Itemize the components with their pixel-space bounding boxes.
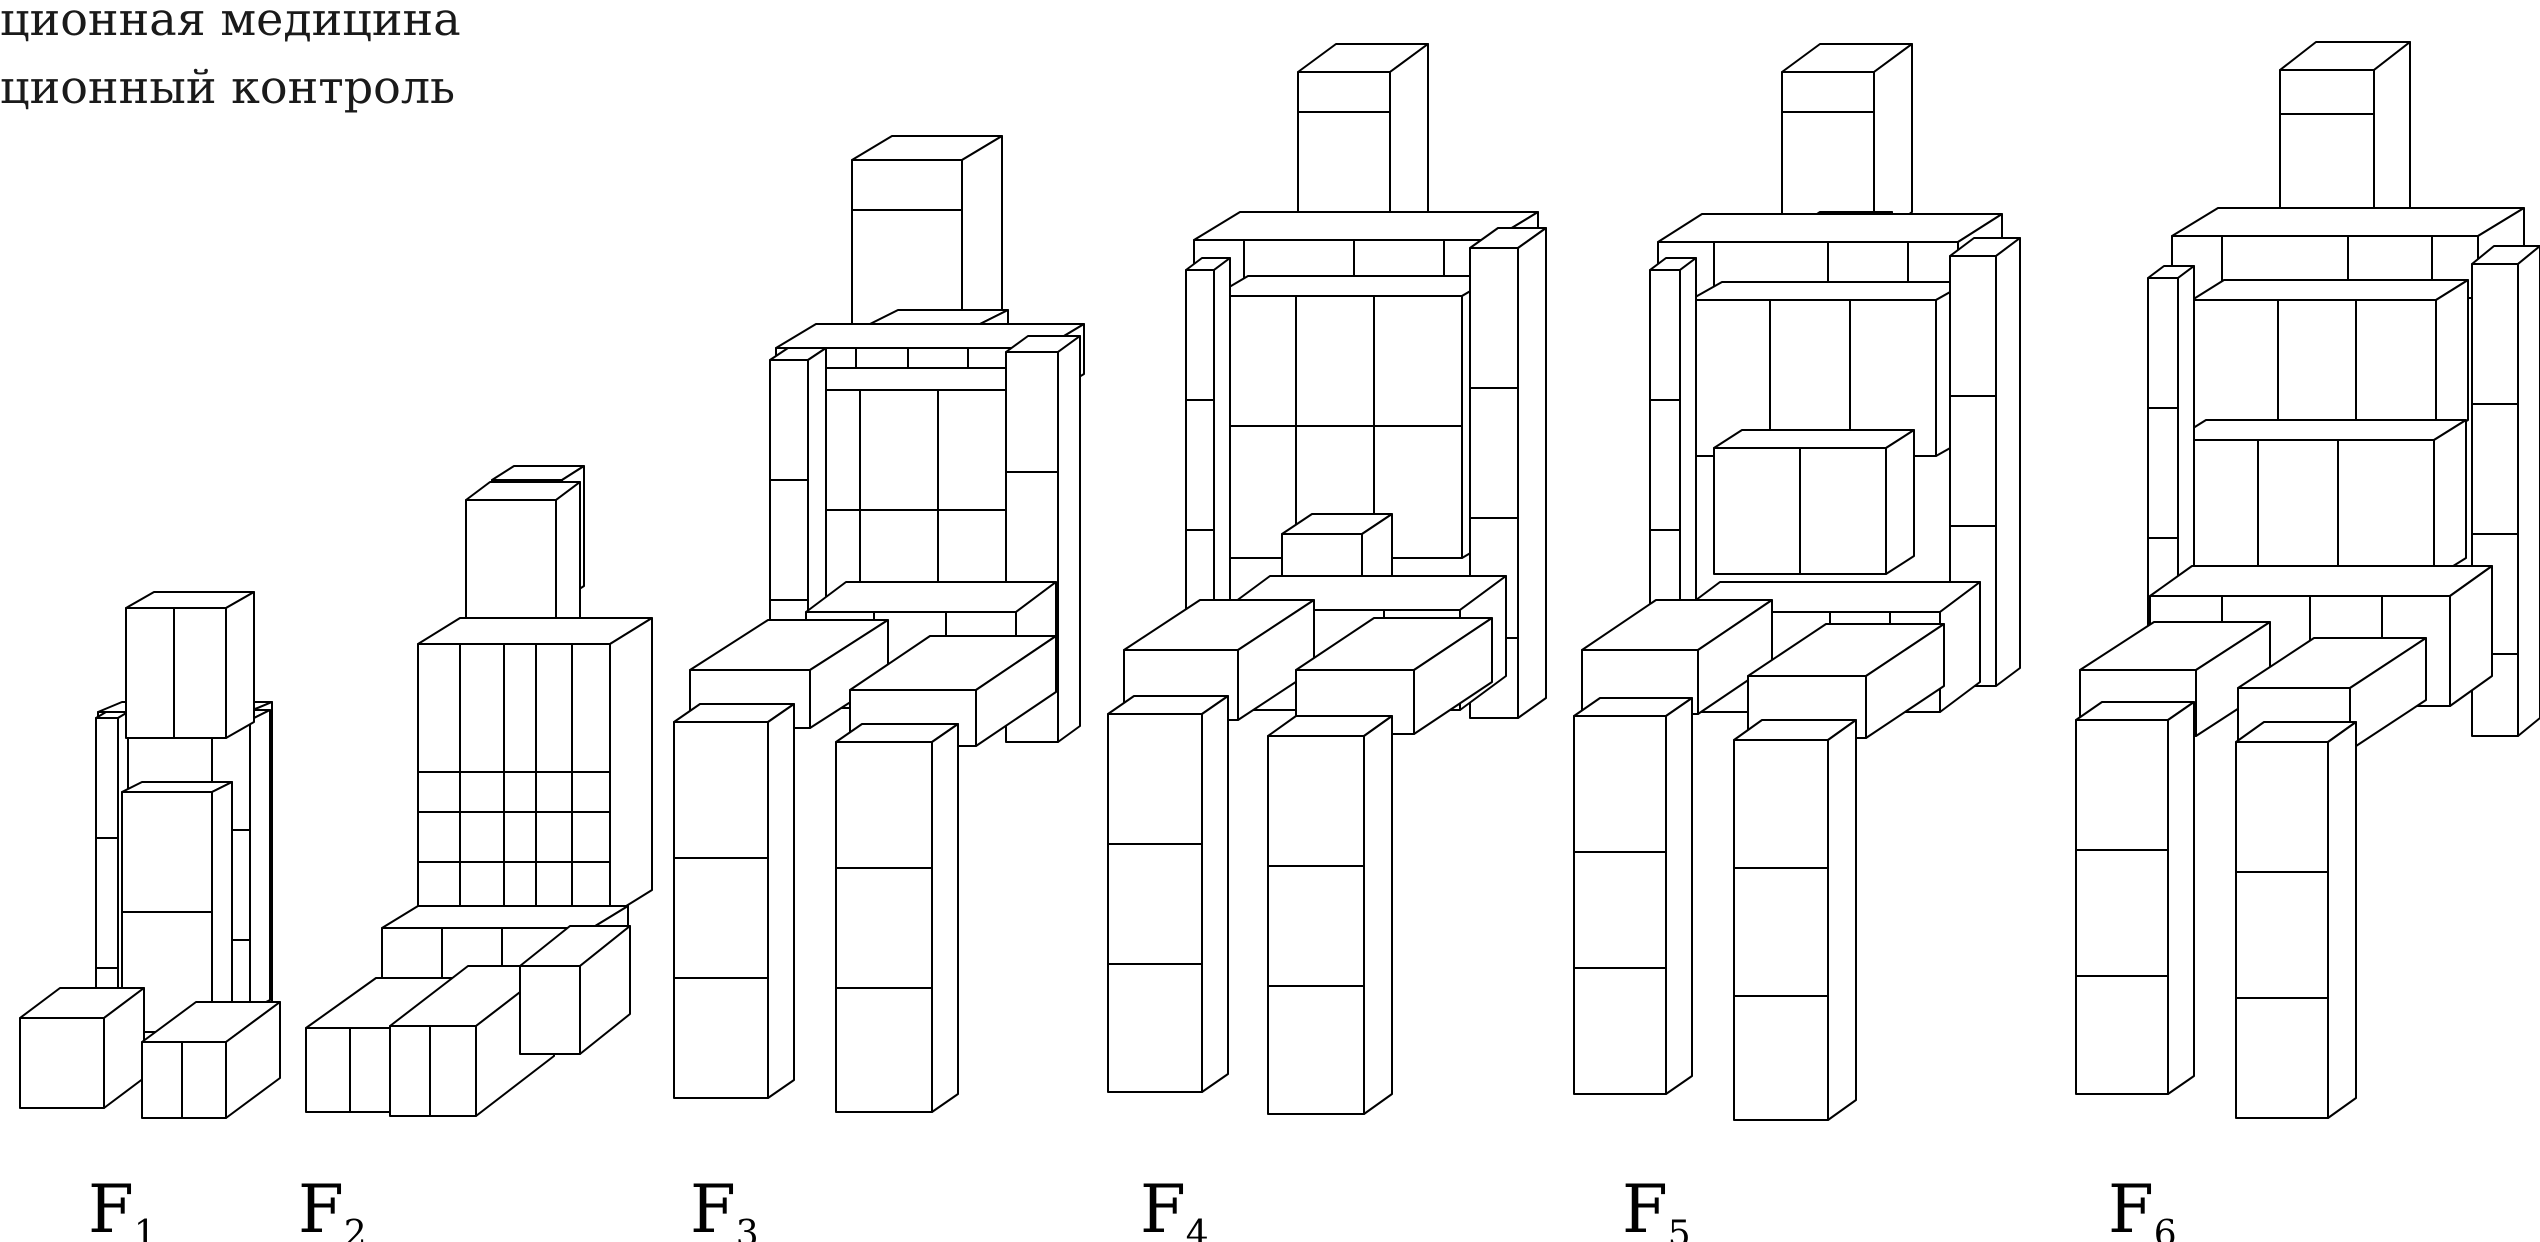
block-front-face [417, 643, 611, 917]
f5-right-arm [1949, 237, 2021, 687]
f4-head [1297, 43, 1429, 243]
block-side-face [555, 481, 581, 639]
f6-lower-torso [2173, 419, 2467, 579]
f3-head [851, 135, 1003, 339]
f2-torso [417, 617, 653, 917]
figure-label-f6: F6 [2108, 1171, 2177, 1242]
f4-right-shin [1267, 715, 1393, 1115]
block-front-face [95, 717, 119, 1009]
f2-foot-right [519, 925, 631, 1055]
f5-right-shin [1733, 719, 1857, 1121]
figure-f3 [673, 135, 1085, 1113]
block-top-face [381, 905, 629, 929]
block-side-face [2517, 245, 2540, 737]
figure-label-f4: F4 [1140, 1171, 1209, 1242]
figure-f1 [19, 591, 281, 1119]
block-side-face [1665, 697, 1693, 1095]
block-front-face [2075, 719, 2169, 1095]
block-side-face [1827, 719, 1857, 1121]
block-front-face [1573, 715, 1667, 1095]
block-top-face [2173, 419, 2467, 441]
block-front-face [2235, 741, 2329, 1119]
block-top-face [1657, 213, 2003, 243]
block-side-face [1873, 43, 1913, 241]
f3-left-shin [673, 703, 795, 1099]
block-front-face [389, 1025, 477, 1117]
block-side-face [1201, 695, 1229, 1093]
block-front-face [1107, 713, 1203, 1093]
block-side-face [211, 781, 233, 1033]
block-front-face [125, 607, 227, 739]
block-front-face [835, 741, 933, 1113]
f1-torso [121, 781, 233, 1033]
block-side-face [2167, 701, 2195, 1095]
f6-right-shin [2235, 721, 2357, 1119]
block-side-face [931, 723, 959, 1113]
f1-head [125, 591, 255, 739]
f6-upper-torso [2191, 279, 2469, 441]
block-top-face [1713, 429, 1915, 449]
header-line-1: ционная медицина [0, 0, 461, 46]
block-front-face [141, 1041, 227, 1119]
f5-head [1781, 43, 1913, 241]
f6-left-arm [2147, 265, 2195, 639]
f5-left-arm [1649, 257, 1697, 631]
block-side-face [1995, 237, 2021, 687]
block-side-face [2433, 419, 2467, 579]
block-front-face [19, 1017, 105, 1109]
figure-label-f2: F2 [298, 1171, 367, 1242]
block-top-face [2171, 207, 2525, 237]
f6-head [2279, 41, 2411, 239]
block-front-face [519, 965, 581, 1055]
figure-label-f3: F3 [690, 1171, 759, 1242]
figure-label-f1: F1 [88, 1171, 157, 1242]
header-line-2: ционный контроль [0, 60, 456, 114]
block-front-face [1649, 269, 1681, 631]
figure-f2 [305, 465, 653, 1117]
f1-right-foot [141, 1001, 281, 1119]
block-side-face [1517, 227, 1547, 719]
f6-left-shin [2075, 701, 2195, 1095]
block-top-face [1213, 275, 1497, 297]
block-side-face [609, 617, 653, 917]
block-front-face [1733, 739, 1829, 1121]
f3-right-shin [835, 723, 959, 1113]
block-side-face [961, 135, 1003, 339]
block-side-face [2327, 721, 2357, 1119]
block-front-face [2173, 439, 2435, 579]
block-side-face [1679, 257, 1697, 631]
figure-label-f5: F5 [1622, 1171, 1691, 1242]
f5-left-shin [1573, 697, 1693, 1095]
f4-left-arm [1185, 257, 1231, 661]
block-front-face [673, 721, 769, 1099]
block-side-face [1363, 715, 1393, 1115]
block-side-face [249, 709, 271, 1011]
figure-f4 [1107, 43, 1547, 1115]
block-top-face [2149, 565, 2493, 597]
block-front-face [1949, 255, 1997, 687]
block-side-face [767, 703, 795, 1099]
block-side-face [2435, 279, 2469, 441]
f1-left-foot [19, 987, 145, 1109]
block-side-face [225, 591, 255, 739]
block-top-face [805, 581, 1057, 613]
figure-f5 [1573, 43, 2021, 1121]
block-front-face [1267, 735, 1365, 1115]
f5-lower-torso [1713, 429, 1915, 575]
f4-left-shin [1107, 695, 1229, 1093]
block-top-face [1689, 281, 1969, 301]
block-top-face [2191, 279, 2469, 301]
block-side-face [1885, 429, 1915, 575]
f2-head [465, 481, 581, 639]
block-side-face [1057, 335, 1081, 743]
figure-f6 [2075, 41, 2540, 1119]
